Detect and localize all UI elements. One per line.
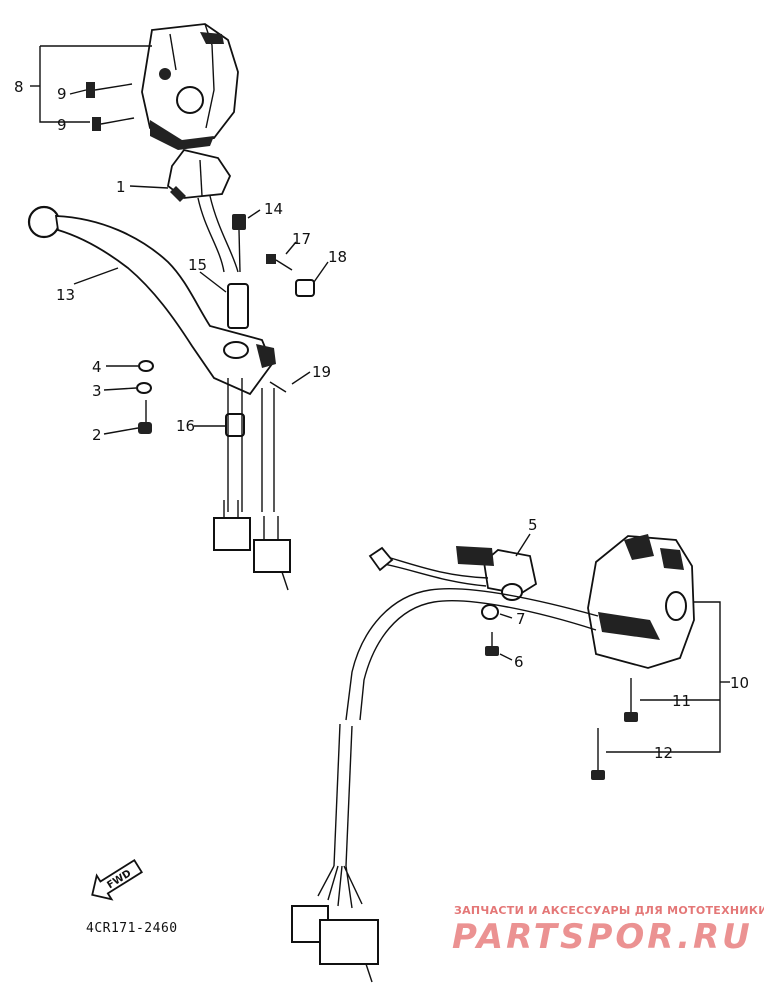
callout-13: 13 [56, 286, 75, 304]
screw-9-upper [86, 82, 133, 98]
callout-9b: 9 [57, 116, 67, 134]
screw-12 [591, 728, 605, 780]
connector-left-a [213, 500, 251, 551]
callout-18: 18 [328, 248, 347, 266]
callout-2: 2 [92, 426, 102, 444]
right-handlebar-switch [587, 534, 695, 669]
front-brake-switch [456, 546, 538, 601]
screw-17 [266, 254, 293, 271]
left-handlebar-switch [141, 23, 239, 150]
nut-18 [295, 279, 315, 297]
callout-9a: 9 [57, 85, 67, 103]
screw-11 [624, 678, 638, 722]
callout-11: 11 [672, 692, 691, 710]
forward-arrow-icon: FWD [91, 859, 143, 901]
bolt-6 [485, 632, 499, 656]
callout-1: 1 [116, 178, 126, 196]
callout-4: 4 [92, 358, 102, 376]
callout-5: 5 [528, 516, 538, 534]
callout-15: 15 [188, 256, 207, 274]
watermark-logo: PARTSPOR.RU [452, 917, 753, 957]
callout-14: 14 [264, 200, 283, 218]
diagram-part-code: 4CR171-2460 [86, 921, 178, 936]
washer-4 [138, 360, 154, 372]
callout-19: 19 [312, 363, 331, 381]
bolt-14 [232, 214, 246, 273]
watermark-tagline: ЗАПЧАСТИ И АКСЕССУАРЫ ДЛЯ МОТОТЕХНИКИ [454, 904, 764, 917]
callout-10: 10 [730, 674, 749, 692]
nut-3 [136, 382, 152, 394]
bolt-2 [138, 400, 152, 434]
nut-16 [225, 413, 245, 437]
callout-7: 7 [516, 610, 526, 628]
spade-terminal [368, 546, 394, 572]
callout-17: 17 [292, 230, 311, 248]
clutch-lever [27, 205, 276, 396]
callout-8: 8 [14, 78, 24, 96]
screw-9-lower [92, 117, 135, 131]
callout-16: 16 [176, 417, 195, 435]
screw-19 [269, 381, 287, 393]
watermark: ЗАПЧАСТИ И АКСЕССУАРЫ ДЛЯ МОТОТЕХНИКИ PA… [452, 904, 764, 957]
sleeve-15 [227, 283, 249, 329]
callout-12: 12 [654, 744, 673, 762]
connector-left-b [253, 516, 291, 591]
connector-right-b [319, 919, 379, 983]
washer-7 [481, 604, 499, 620]
leader-lines [30, 45, 730, 753]
callout-3: 3 [92, 382, 102, 400]
callout-6: 6 [514, 653, 524, 671]
clutch-switch [167, 148, 232, 202]
